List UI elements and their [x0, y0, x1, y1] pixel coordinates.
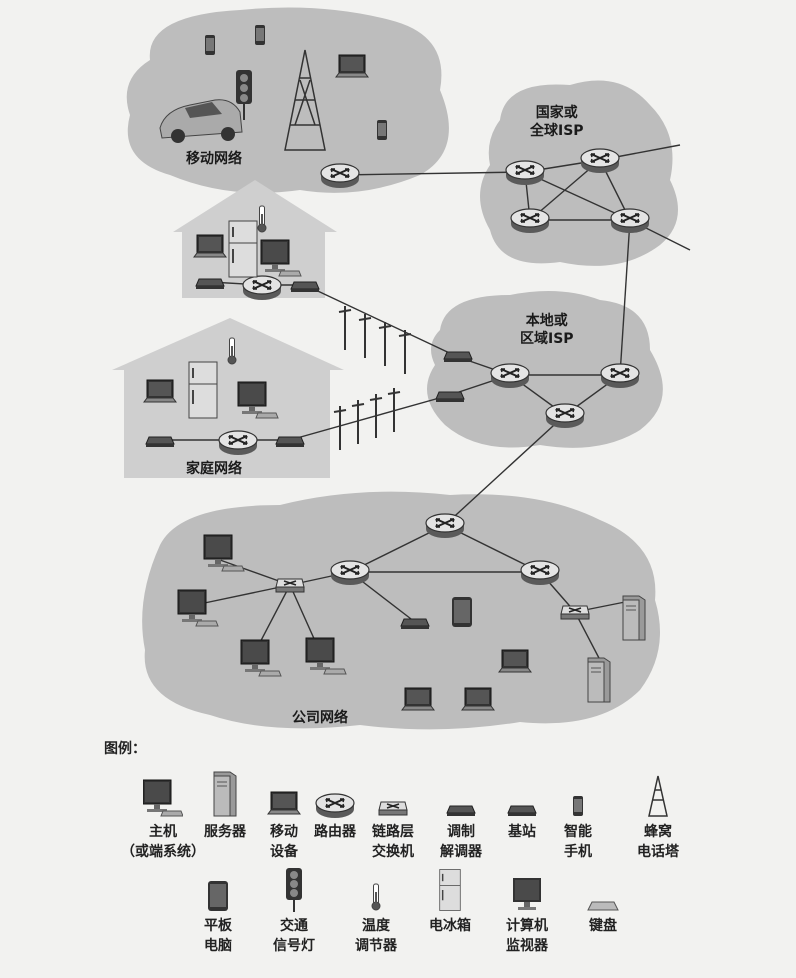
thermostat-icon [227, 337, 237, 365]
switch-icon [378, 801, 408, 816]
legend-label: 蜂窝 电话塔 [637, 824, 679, 860]
router-icon [315, 793, 355, 818]
car-icon [159, 99, 243, 143]
legend-thermostat: 温度 调节器 [346, 864, 406, 956]
mobile-network-cloud [126, 7, 449, 193]
router-icon [218, 430, 258, 456]
smartphone-icon [573, 796, 583, 816]
enterprise-network-label: 公司网络 [292, 710, 348, 726]
laptop-icon [401, 687, 435, 711]
legend-router: 路由器 [308, 770, 362, 842]
regional-isp-label: 本地或 区域ISP [520, 313, 574, 347]
utility-poles-1 [338, 305, 412, 375]
traffic-light-icon [236, 70, 252, 120]
legend-label: 计算机 监视器 [506, 918, 548, 954]
router-icon [505, 160, 545, 186]
legend-label: 电冰箱 [429, 918, 471, 934]
modem-icon [443, 351, 473, 363]
laptop-icon [461, 687, 495, 711]
mobile-network-label: 移动网络 [186, 151, 242, 167]
home-network-label: 家庭网络 [186, 461, 242, 477]
router-icon [610, 208, 650, 234]
thermostat-icon [257, 205, 267, 233]
monitor-icon [513, 878, 541, 910]
legend-switch: 链路层 交换机 [364, 770, 422, 862]
legend-label: 服务器 [204, 824, 246, 840]
regional-isp-cloud [427, 291, 663, 448]
legend-title: 图例： [104, 741, 146, 757]
base-station-icon [400, 618, 430, 630]
keyboard-icon [587, 901, 619, 911]
legend-mobile-device: 移动 设备 [262, 770, 306, 862]
laptop-icon [335, 54, 369, 78]
legend-label: 温度 调节器 [355, 918, 397, 954]
legend-label: 键盘 [589, 918, 617, 934]
legend-monitor: 计算机 监视器 [492, 864, 562, 956]
tablet-icon [452, 597, 472, 627]
modem-icon [290, 281, 320, 293]
modem-icon [446, 805, 476, 817]
legend-modem: 调制 解调器 [430, 770, 492, 862]
router-icon [242, 275, 282, 301]
switch-icon [560, 605, 590, 620]
laptop-icon [193, 234, 227, 258]
router-icon [330, 560, 370, 586]
thermostat-icon [371, 883, 381, 911]
fridge-icon [188, 361, 218, 419]
modem-icon [435, 391, 465, 403]
legend-tablet: 平板 电脑 [196, 864, 240, 956]
router-icon [520, 560, 560, 586]
router-icon [320, 163, 360, 189]
legend-label: 平板 电脑 [204, 918, 232, 954]
server-icon [213, 771, 237, 817]
cell-tower-icon [284, 49, 326, 151]
laptop-icon [498, 649, 532, 673]
router-icon [545, 403, 585, 429]
fridge-icon [228, 220, 258, 278]
national-isp-label: 国家或 全球ISP [530, 105, 584, 139]
legend-label: 移动 设备 [270, 824, 298, 860]
legend-keyboard: 键盘 [578, 864, 628, 936]
router-icon [490, 363, 530, 389]
base-station-icon [195, 278, 225, 290]
legend-cell-tower: 蜂窝 电话塔 [628, 770, 688, 862]
legend-label: 主机 （或端系统） [121, 824, 205, 860]
smartphone-icon [377, 120, 387, 140]
laptop-icon [143, 379, 177, 403]
legend-label: 路由器 [314, 824, 356, 840]
modem-icon [275, 436, 305, 448]
server-icon [622, 595, 646, 641]
smartphone-icon [255, 25, 265, 45]
router-icon [580, 148, 620, 174]
legend-smartphone: 智能 手机 [556, 770, 600, 862]
legend-traffic-light: 交通 信号灯 [264, 864, 324, 956]
legend-base-station: 基站 [500, 770, 544, 842]
host-icon [143, 779, 183, 817]
legend-host: 主机 （或端系统） [108, 770, 218, 862]
server-icon [587, 657, 611, 703]
router-icon [600, 363, 640, 389]
smartphone-icon [205, 35, 215, 55]
tablet-icon [208, 881, 228, 911]
switch-icon [275, 578, 305, 593]
legend-label: 链路层 交换机 [372, 824, 414, 860]
mobile-device-icon [267, 791, 301, 815]
traffic-light-icon [286, 868, 302, 912]
base-station-icon [507, 805, 537, 817]
base-station-icon [145, 436, 175, 448]
router-icon [510, 208, 550, 234]
cell-tower-icon [648, 775, 668, 817]
legend-label: 调制 解调器 [440, 824, 482, 860]
legend-label: 基站 [508, 824, 536, 840]
legend-fridge: 电冰箱 [420, 864, 480, 936]
legend-server: 服务器 [195, 770, 255, 842]
legend-label: 交通 信号灯 [273, 918, 315, 954]
fridge-icon [439, 868, 461, 912]
legend-label: 智能 手机 [564, 824, 592, 860]
router-icon [425, 513, 465, 539]
